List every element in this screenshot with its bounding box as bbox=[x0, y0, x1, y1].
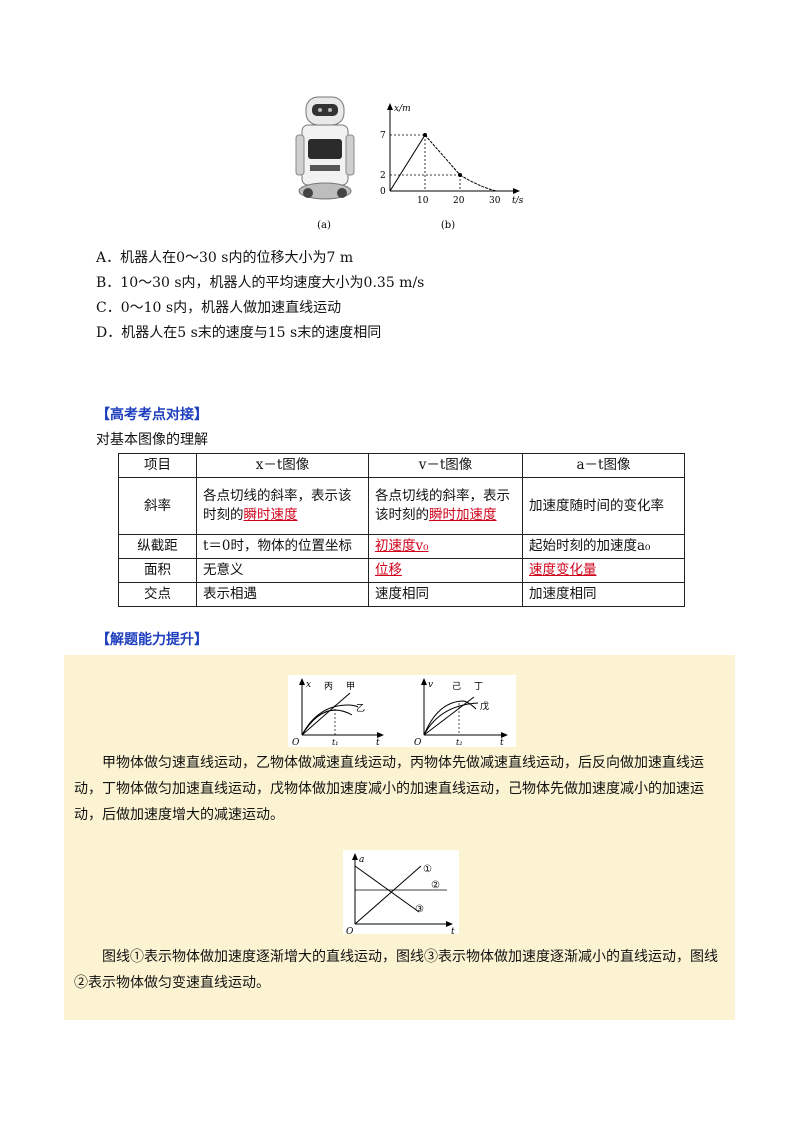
table-row-intercept: 纵截距 t＝0时，物体的位置坐标 初速度v₀ 起始时刻的加速度a₀ bbox=[118, 534, 685, 559]
table-row-intersection: 交点 表示相遇 速度相同 加速度相同 bbox=[118, 582, 685, 607]
curve-ding: 丁 bbox=[474, 682, 483, 692]
figure-robot-and-graph: (a) x/m t/s 7 2 0 10 20 30 (b) bbox=[295, 96, 524, 231]
x-label-t: t bbox=[376, 738, 380, 747]
x-tick-10: 10 bbox=[417, 196, 429, 206]
cell-x-slope: 各点切线的斜率，表示该时刻的瞬时速度 bbox=[196, 477, 369, 535]
curve-wu: 戊 bbox=[480, 700, 489, 712]
header-v-t: v－t图像 bbox=[368, 453, 523, 478]
cell-x-area: 无意义 bbox=[196, 558, 369, 583]
cell-a-area: 速度变化量 bbox=[522, 558, 685, 583]
cell-answer: 速度变化量 bbox=[529, 562, 597, 578]
x-axis-label: t/s bbox=[512, 196, 524, 206]
row-label-area: 面积 bbox=[118, 558, 197, 583]
y-label-x: x bbox=[306, 680, 311, 690]
origin-o: O bbox=[346, 927, 354, 934]
line-label-2: ② bbox=[431, 880, 440, 891]
curve-ji: 己 bbox=[452, 681, 461, 692]
x-t-multi-graph: x t O t₁ 丙 甲 乙 bbox=[292, 678, 384, 747]
caption-a: (a) bbox=[317, 220, 331, 231]
curve-jia: 甲 bbox=[346, 681, 355, 692]
y-label-v: v bbox=[428, 680, 433, 690]
x-label-t: t bbox=[500, 738, 504, 747]
t1-mark: t₁ bbox=[332, 738, 338, 747]
a-t-graph: a t O ① ② ③ bbox=[343, 850, 459, 934]
paragraph-at-description: 图线①表示物体做加速度逐渐增大的直线运动，图线③表示物体做加速度逐渐减小的直线运… bbox=[74, 949, 718, 991]
table-row-slope: 斜率 各点切线的斜率，表示该时刻的瞬时速度 各点切线的斜率，表示该时刻的瞬时加速… bbox=[118, 477, 685, 535]
y-tick-7: 7 bbox=[380, 131, 386, 141]
header-item: 项目 bbox=[118, 453, 197, 478]
xt-vt-graphs: x t O t₁ 丙 甲 乙 v t O t₂ 己 丁 戊 bbox=[288, 675, 516, 747]
y-label-a: a bbox=[359, 855, 364, 865]
row-label-intersection: 交点 bbox=[118, 582, 197, 607]
line-label-1: ① bbox=[423, 864, 432, 875]
x-t-graph: x/m t/s 7 2 0 10 20 30 bbox=[380, 103, 524, 206]
t2-mark: t₂ bbox=[456, 738, 462, 747]
y-tick-0: 0 bbox=[380, 187, 386, 197]
cell-a-intersection: 加速度相同 bbox=[522, 582, 685, 607]
cell-answer: 初速度v₀ bbox=[375, 538, 429, 554]
cell-text: 各点切线的斜率，表示该时刻的 bbox=[375, 488, 510, 523]
table-row-area: 面积 无意义 位移 速度变化量 bbox=[118, 558, 685, 583]
v-t-multi-graph: v t O t₂ 己 丁 戊 bbox=[414, 678, 508, 747]
table-caption: 对基本图像的理解 bbox=[96, 432, 208, 448]
cell-v-area: 位移 bbox=[368, 558, 523, 583]
cell-text: 各点切线的斜率，表示该时刻的 bbox=[203, 488, 352, 523]
cell-a-intercept: 起始时刻的加速度a₀ bbox=[522, 534, 685, 559]
cell-a-slope: 加速度随时间的变化率 bbox=[522, 477, 685, 535]
cell-answer: 位移 bbox=[375, 562, 402, 578]
header-x-t: x－t图像 bbox=[196, 453, 369, 478]
table-header-row: 项目 x－t图像 v－t图像 a－t图像 bbox=[118, 453, 685, 478]
origin-o: O bbox=[414, 738, 422, 747]
option-b: B．10～30 s内，机器人的平均速度大小为0.35 m/s bbox=[96, 275, 425, 291]
cell-answer: 瞬时加速度 bbox=[429, 507, 497, 523]
option-c: C．0～10 s内，机器人做加速直线运动 bbox=[96, 300, 342, 316]
graph-comparison-table: 项目 x－t图像 v－t图像 a－t图像 斜率 各点切线的斜率，表示该时刻的瞬时… bbox=[118, 453, 685, 607]
curve-yi: 乙 bbox=[356, 703, 365, 714]
x-label-t: t bbox=[451, 927, 455, 934]
option-a: A．机器人在0～30 s内的位移大小为7 m bbox=[96, 250, 354, 266]
y-axis-label: x/m bbox=[394, 104, 411, 114]
row-label-intercept: 纵截距 bbox=[118, 534, 197, 559]
curve-bing: 丙 bbox=[324, 681, 333, 692]
cell-v-intercept: 初速度v₀ bbox=[368, 534, 523, 559]
cell-x-intersection: 表示相遇 bbox=[196, 582, 369, 607]
cell-x-intercept: t＝0时，物体的位置坐标 bbox=[196, 534, 369, 559]
cell-v-slope: 各点切线的斜率，表示该时刻的瞬时加速度 bbox=[368, 477, 523, 535]
row-label-slope: 斜率 bbox=[118, 477, 197, 535]
line-label-3: ③ bbox=[415, 904, 424, 915]
caption-b: (b) bbox=[441, 220, 455, 231]
y-tick-2: 2 bbox=[380, 171, 386, 181]
cell-v-intersection: 速度相同 bbox=[368, 582, 523, 607]
cell-answer: 瞬时速度 bbox=[243, 507, 298, 523]
x-tick-20: 20 bbox=[453, 196, 465, 206]
x-tick-30: 30 bbox=[489, 196, 501, 206]
paragraph-motion-description: 甲物体做匀速直线运动，乙物体做减速直线运动，丙物体先做减速直线运动，后反向做加速… bbox=[74, 755, 704, 823]
robot-image bbox=[295, 96, 355, 200]
section-title-skill-improvement: 【解题能力提升】 bbox=[96, 632, 208, 648]
option-d: D．机器人在5 s末的速度与15 s末的速度相同 bbox=[96, 325, 382, 341]
origin-o: O bbox=[292, 738, 300, 747]
header-a-t: a－t图像 bbox=[522, 453, 685, 478]
section-title-exam-points: 【高考考点对接】 bbox=[96, 407, 208, 423]
